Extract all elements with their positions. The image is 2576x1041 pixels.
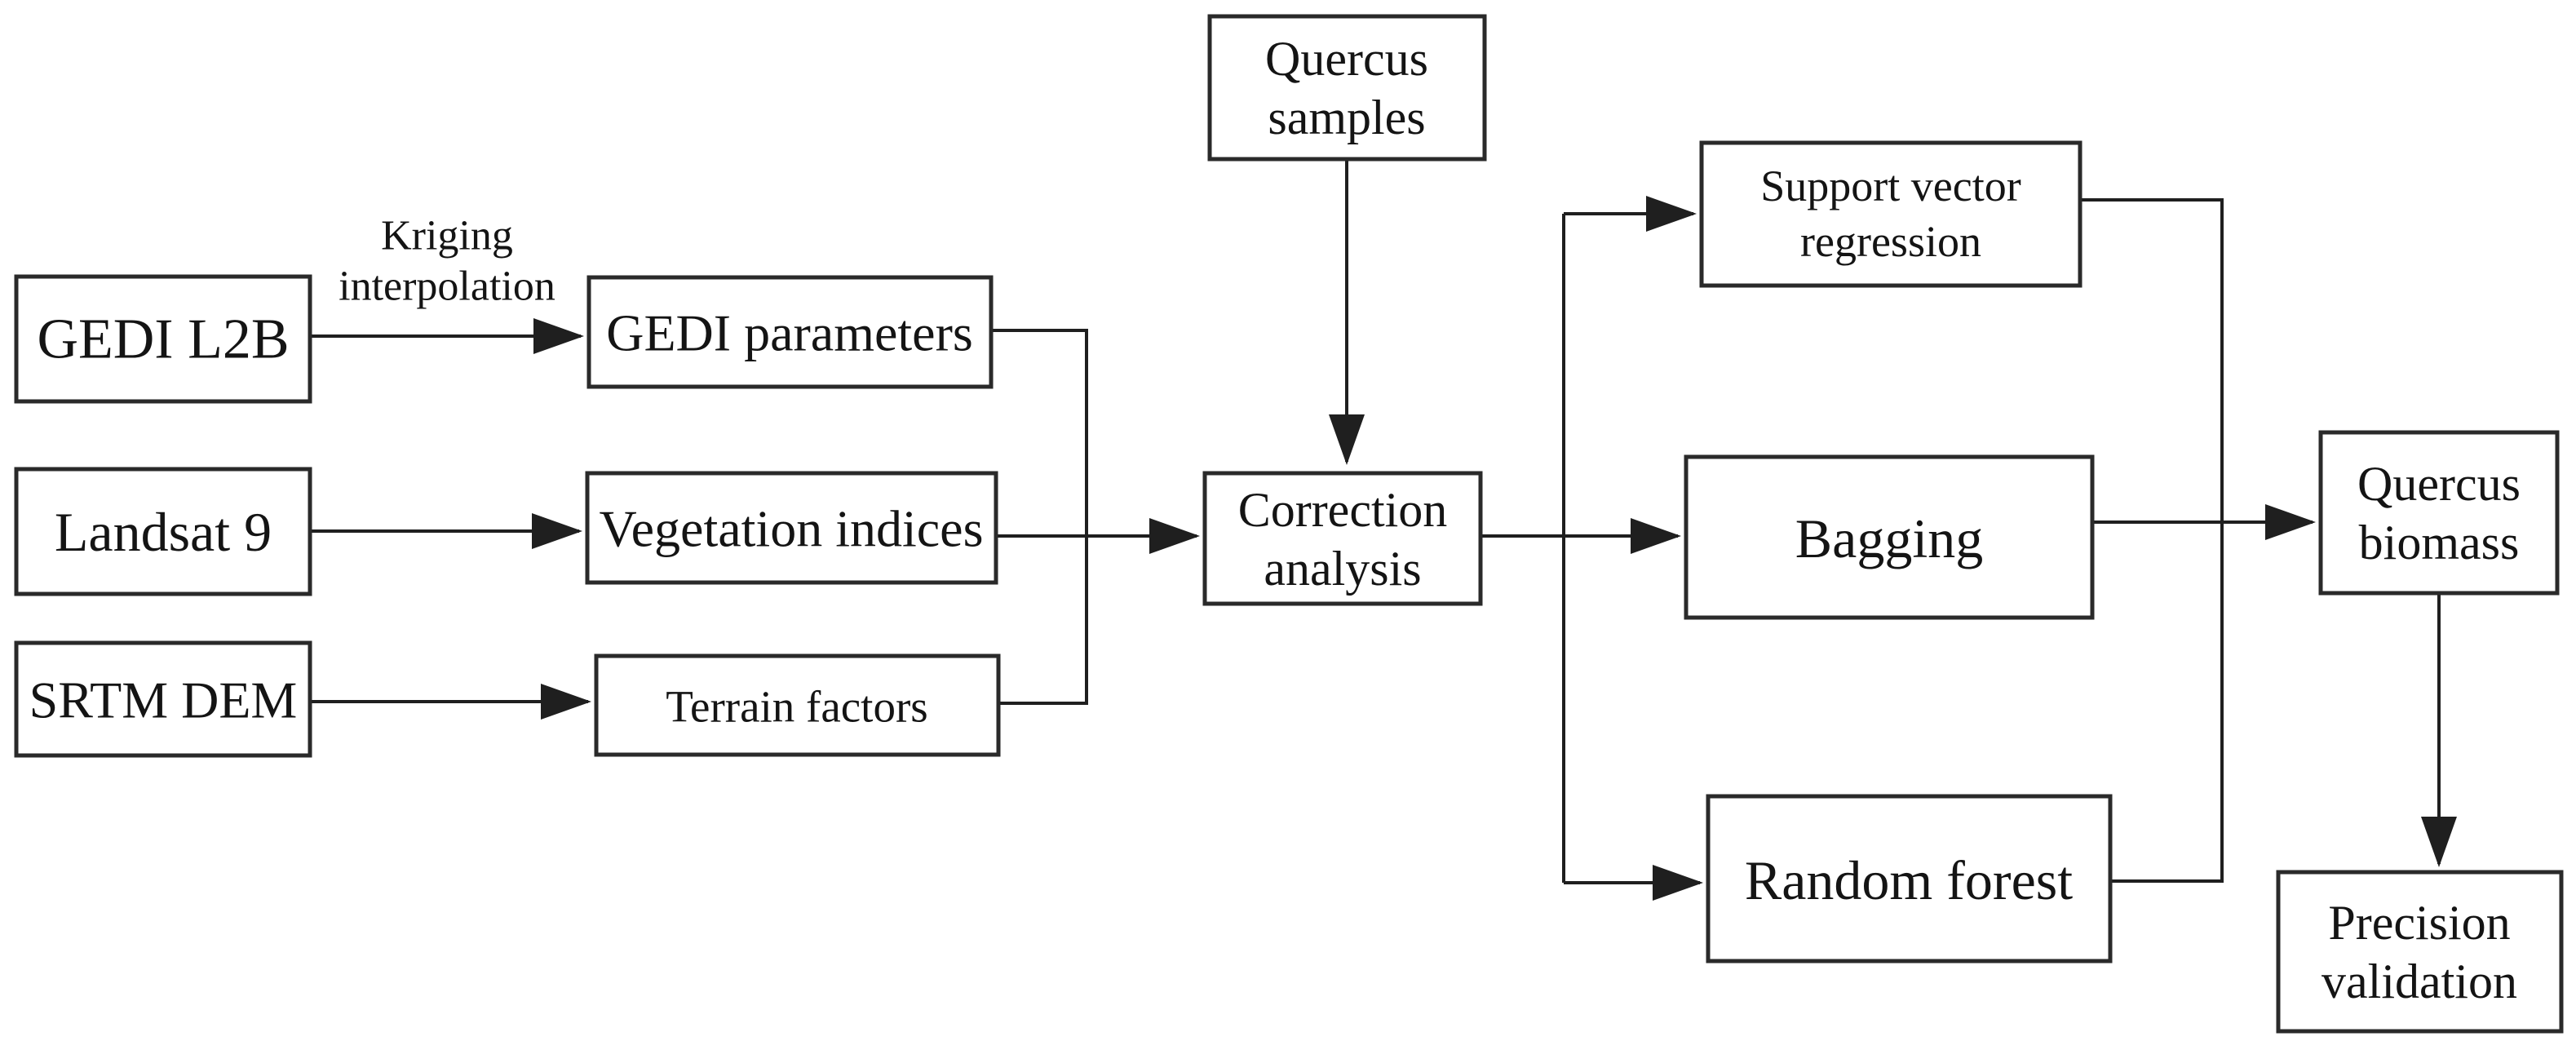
edge-label-kriging-line1: Kriging <box>381 213 513 259</box>
node-box-correction-analysis <box>1202 471 1483 606</box>
node-precision-validation: Precision validation <box>2276 870 2564 1034</box>
node-bagging: Bagging <box>1684 454 2095 620</box>
node-label-terrain-factors: Terrain factors <box>666 682 927 732</box>
node-label-correction-analysis-line2: analysis <box>1264 542 1421 596</box>
node-box-random-forest <box>1706 794 2113 963</box>
node-random-forest: Random forest <box>1706 794 2113 963</box>
node-label-correction-analysis-line1: Correction <box>1238 483 1448 537</box>
node-vegetation-indices: Vegetation indices <box>585 471 998 585</box>
node-box-quercus-biomass <box>2318 430 2560 596</box>
node-label-quercus-samples-line1: Quercus <box>1265 32 1428 86</box>
node-label-support-vector-regression-line2: regression <box>1800 217 1981 266</box>
node-box-quercus-samples <box>1207 14 1487 162</box>
node-box-landsat-9 <box>14 467 312 596</box>
node-gedi-parameters: GEDI parameters <box>586 275 994 389</box>
node-landsat-9: Landsat 9 <box>14 467 312 596</box>
node-terrain-factors: Terrain factors <box>594 653 1001 757</box>
node-support-vector-regression: Support vector regression <box>1699 140 2082 288</box>
node-box-gedi-l2b <box>14 274 312 404</box>
node-label-precision-validation-line1: Precision <box>2328 896 2510 950</box>
node-box-gedi-parameters <box>586 275 994 389</box>
node-label-vegetation-indices: Vegetation indices <box>600 500 984 558</box>
node-quercus-samples: Quercus samples <box>1207 14 1487 162</box>
node-label-quercus-biomass-line1: Quercus <box>2357 457 2521 511</box>
node-label-random-forest: Random forest <box>1745 849 2073 911</box>
node-quercus-biomass: Quercus biomass <box>2318 430 2560 596</box>
node-box-terrain-factors <box>594 653 1001 757</box>
node-box-bagging <box>1684 454 2095 620</box>
node-label-landsat-9: Landsat 9 <box>55 501 272 563</box>
node-label-precision-validation-line2: validation <box>2321 955 2517 1008</box>
node-srtm-dem: SRTM DEM <box>14 640 312 758</box>
node-label-srtm-dem: SRTM DEM <box>29 671 298 729</box>
node-label-support-vector-regression-line1: Support vector <box>1760 162 2021 210</box>
node-box-support-vector-regression <box>1699 140 2082 288</box>
node-label-gedi-l2b: GEDI L2B <box>37 308 289 371</box>
node-correction-analysis: Correction analysis <box>1202 471 1483 606</box>
node-label-quercus-biomass-line2: biomass <box>2359 516 2520 569</box>
connectors <box>310 159 2457 901</box>
node-box-srtm-dem <box>14 640 312 758</box>
node-label-quercus-samples-line2: samples <box>1268 91 1425 144</box>
node-label-bagging: Bagging <box>1795 507 1983 569</box>
node-box-precision-validation <box>2276 870 2564 1034</box>
node-gedi-l2b: GEDI L2B <box>14 274 312 404</box>
node-box-vegetation-indices <box>585 471 998 585</box>
node-label-gedi-parameters: GEDI parameters <box>606 304 973 362</box>
edge-label-kriging-interpolation: Kriging interpolation <box>339 213 555 310</box>
edge-label-kriging-line2: interpolation <box>339 264 555 310</box>
